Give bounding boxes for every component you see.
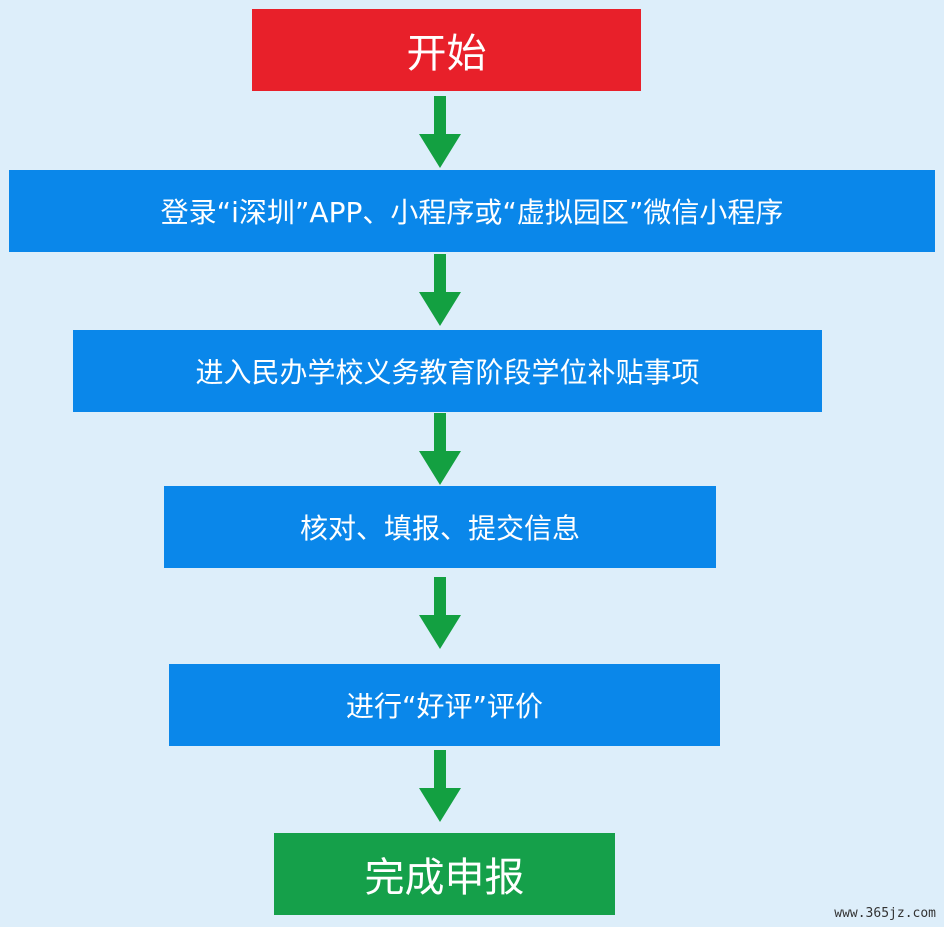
step-check-fill-submit: 核对、填报、提交信息 bbox=[164, 486, 716, 568]
down-arrow-icon bbox=[419, 254, 461, 326]
start-node: 开始 bbox=[252, 9, 641, 91]
watermark: www.365jz.com bbox=[834, 906, 936, 921]
down-arrow-icon bbox=[419, 577, 461, 649]
down-arrow-icon bbox=[419, 413, 461, 485]
step-rate-good-review: 进行“好评”评价 bbox=[169, 664, 720, 746]
down-arrow-icon bbox=[419, 96, 461, 168]
down-arrow-icon bbox=[419, 750, 461, 822]
step-login: 登录“i深圳”APP、小程序或“虚拟园区”微信小程序 bbox=[9, 170, 935, 252]
finish-node: 完成申报 bbox=[274, 833, 615, 915]
step-enter-subsidy-item: 进入民办学校义务教育阶段学位补贴事项 bbox=[73, 330, 822, 412]
